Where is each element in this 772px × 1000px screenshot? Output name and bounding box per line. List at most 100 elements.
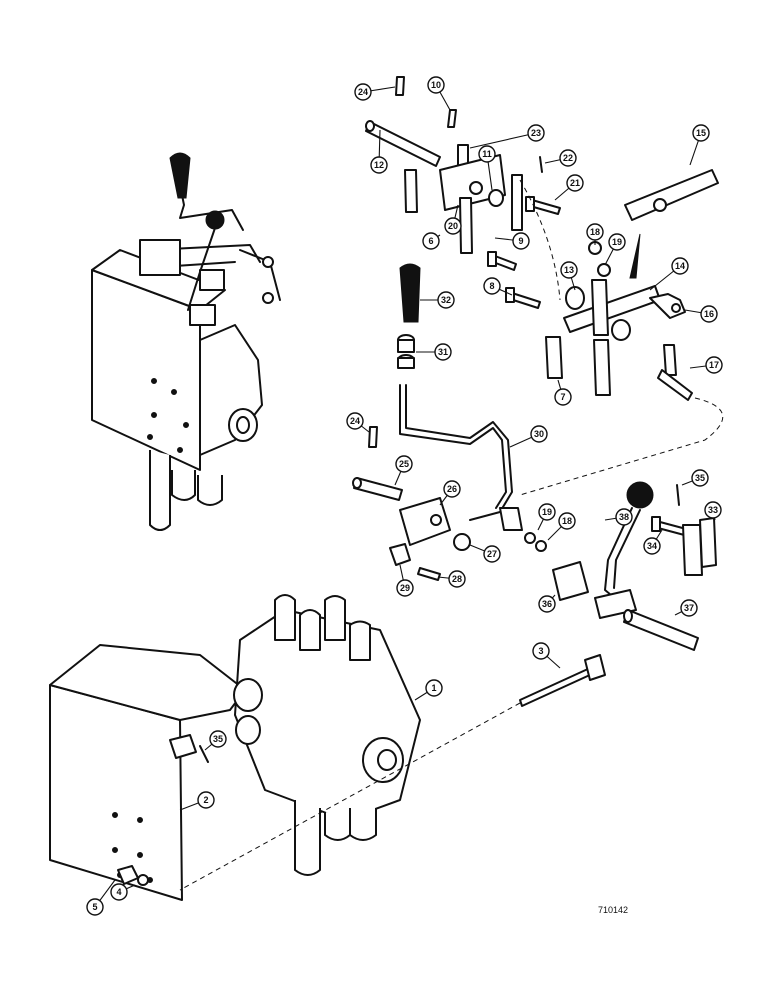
assembled-valve-illustration — [91, 152, 281, 531]
callout-19: 19 — [604, 233, 626, 266]
callout-circle — [427, 76, 445, 94]
valve-and-plate-illustration — [49, 594, 606, 901]
callout-circle — [478, 145, 496, 163]
callout-label: 35 — [213, 734, 223, 744]
callout-31: 31 — [416, 343, 452, 361]
callout-label: 2 — [203, 795, 208, 805]
callout-label: 10 — [431, 80, 441, 90]
callout-label: 25 — [399, 459, 409, 469]
callout-23: 23 — [469, 124, 545, 149]
callout-label: 5 — [92, 902, 97, 912]
callout-label: 29 — [400, 583, 410, 593]
callout-label: 26 — [447, 484, 457, 494]
callout-34: 34 — [643, 529, 663, 555]
callout-37: 37 — [674, 599, 698, 617]
callout-circle — [434, 343, 452, 361]
callout-20: 20 — [444, 204, 462, 235]
callout-27: 27 — [469, 544, 501, 563]
callout-circle — [483, 277, 501, 295]
callout-circle — [425, 679, 443, 697]
callout-circle — [209, 730, 227, 748]
callout-circle — [443, 480, 461, 498]
callout-circle — [554, 388, 572, 406]
knob-and-rod-illustration — [352, 263, 547, 581]
callout-circle — [643, 537, 661, 555]
callout-circle — [437, 291, 455, 309]
control-handle-illustration — [552, 481, 717, 651]
callout-label: 32 — [441, 295, 451, 305]
callout-label: 35 — [695, 473, 705, 483]
callout-label: 33 — [708, 505, 718, 515]
callout-circle — [346, 412, 364, 430]
callout-label: 24 — [358, 87, 368, 97]
callout-label: 16 — [704, 309, 714, 319]
callout-label: 30 — [534, 429, 544, 439]
callout-label: 19 — [542, 507, 552, 517]
callout-circle — [705, 356, 723, 374]
callout-label: 24 — [350, 416, 360, 426]
callout-label: 4 — [116, 887, 121, 897]
callout-label: 34 — [647, 541, 657, 551]
callout-9: 9 — [494, 232, 530, 250]
callout-circle — [86, 898, 104, 916]
linkage-parts-illustration — [365, 76, 724, 496]
callout-circle — [615, 508, 633, 526]
callout-12: 12 — [370, 129, 388, 174]
callout-21: 21 — [554, 174, 584, 201]
callout-circle — [680, 599, 698, 617]
callout-28: 28 — [437, 570, 466, 588]
callout-leader — [469, 132, 537, 149]
callout-29: 29 — [396, 564, 414, 597]
callout-24: 24 — [346, 412, 370, 433]
callout-label: 20 — [448, 221, 458, 231]
callout-circle — [586, 223, 604, 241]
callout-18: 18 — [547, 512, 576, 541]
callout-label: 12 — [374, 160, 384, 170]
callout-label: 18 — [590, 227, 600, 237]
callout-1: 1 — [414, 679, 443, 701]
callout-circle — [538, 595, 556, 613]
callout-circle — [691, 469, 709, 487]
callout-17: 17 — [689, 356, 723, 374]
callout-circle — [422, 232, 440, 250]
callout-circle — [396, 579, 414, 597]
callout-circle — [538, 503, 556, 521]
callout-5: 5 — [86, 879, 116, 916]
callout-label: 22 — [563, 153, 573, 163]
callout-22: 22 — [544, 149, 577, 167]
callout-label: 17 — [709, 360, 719, 370]
callout-circle — [512, 232, 530, 250]
callout-label: 9 — [518, 236, 523, 246]
callout-19: 19 — [537, 503, 556, 531]
callout-circle — [197, 791, 215, 809]
callout-label: 21 — [570, 178, 580, 188]
callout-label: 27 — [487, 549, 497, 559]
callout-label: 36 — [542, 599, 552, 609]
callout-36: 36 — [538, 594, 556, 613]
callout-circle — [671, 257, 689, 275]
callout-circle — [608, 233, 626, 251]
callout-6: 6 — [422, 232, 441, 250]
callout-circle — [483, 545, 501, 563]
callout-7: 7 — [554, 379, 572, 406]
callout-label: 7 — [560, 392, 565, 402]
callout-18: 18 — [586, 223, 604, 245]
callout-label: 13 — [564, 265, 574, 275]
callout-circle — [444, 217, 462, 235]
callout-circle — [692, 124, 710, 142]
callout-35: 35 — [204, 730, 227, 751]
callout-label: 31 — [438, 347, 448, 357]
callout-label: 8 — [489, 281, 494, 291]
callout-10: 10 — [427, 76, 451, 111]
callout-circle — [370, 156, 388, 174]
callout-label: 15 — [696, 128, 706, 138]
callout-circle — [532, 642, 550, 660]
callout-label: 14 — [675, 261, 685, 271]
callout-circle — [700, 305, 718, 323]
callout-24: 24 — [354, 83, 396, 101]
drawing-number: 710142 — [598, 905, 629, 915]
callout-label: 37 — [684, 603, 694, 613]
callout-circle — [704, 501, 722, 519]
